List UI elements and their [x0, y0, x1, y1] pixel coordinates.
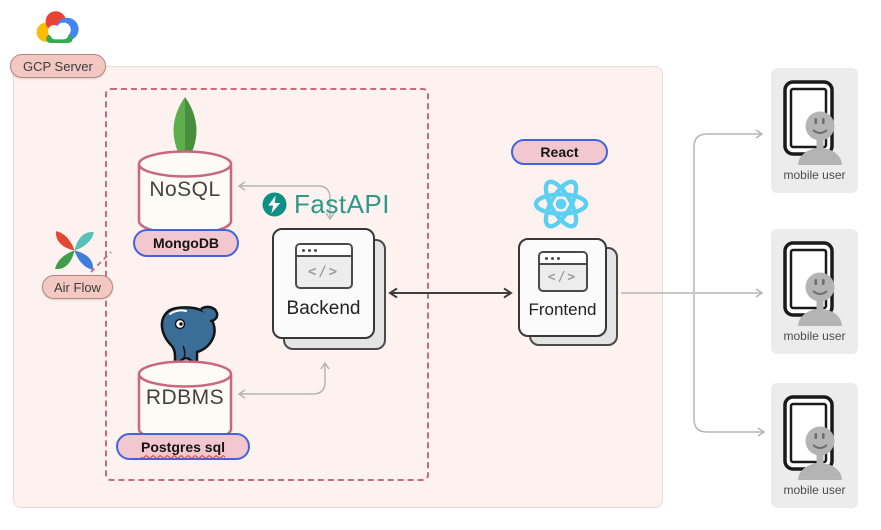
fastapi-label: FastAPI: [294, 189, 390, 219]
airflow-badge-label: Air Flow: [54, 279, 101, 295]
postgresql-elephant-icon: [160, 305, 219, 364]
react-atom-icon: [533, 179, 589, 229]
mobile-user-card: mobile user: [771, 229, 858, 354]
mobile-user-label: mobile user: [783, 483, 846, 497]
lightning-bolt-icon: [262, 192, 287, 217]
backend-card: </> Backend: [272, 228, 375, 339]
code-glyph: </>: [547, 270, 578, 285]
mongodb-badge: MongoDB: [133, 229, 239, 257]
mobile-user-label: mobile user: [783, 329, 846, 343]
arrow-frontend-to-mobile-user-3: [693, 294, 766, 437]
mobile-user-card: mobile user: [771, 383, 858, 508]
code-glyph: </>: [307, 264, 340, 280]
nosql-label: NoSQL: [149, 178, 221, 201]
react-badge: React: [511, 139, 608, 165]
arrow-frontend-to-mobile-user-1: [693, 129, 764, 292]
mobile-user-label: mobile user: [783, 168, 846, 182]
fastapi-logo: FastAPI: [262, 189, 390, 220]
frontend-card: </> Frontend: [518, 238, 607, 337]
phone-user-icon: [783, 241, 842, 326]
window-titlebar: [539, 253, 586, 265]
postgres-badge: Postgres sql: [116, 433, 250, 460]
backend-label: Backend: [286, 298, 361, 319]
airflow-badge: Air Flow: [42, 275, 113, 299]
code-window-icon: </>: [294, 243, 353, 289]
phone-user-icon: [783, 80, 842, 165]
window-titlebar: [296, 245, 351, 257]
mobile-user-card: mobile user: [771, 68, 858, 193]
rdbms-label: RDBMS: [145, 386, 225, 409]
nosql-db-cylinder: [137, 150, 233, 236]
airflow-pinwheel-icon: [55, 231, 94, 270]
phone-user-icon: [783, 395, 842, 480]
gcp-server-badge-label: GCP Server: [23, 58, 93, 74]
react-badge-label: React: [540, 144, 579, 160]
google-cloud-icon: [36, 11, 79, 43]
mongodb-badge-label: MongoDB: [152, 235, 220, 251]
postgres-badge-label: Postgres sql: [140, 438, 226, 455]
frontend-label: Frontend: [528, 300, 597, 319]
gcp-server-badge: GCP Server: [10, 54, 106, 78]
code-window-icon: </>: [537, 251, 588, 292]
